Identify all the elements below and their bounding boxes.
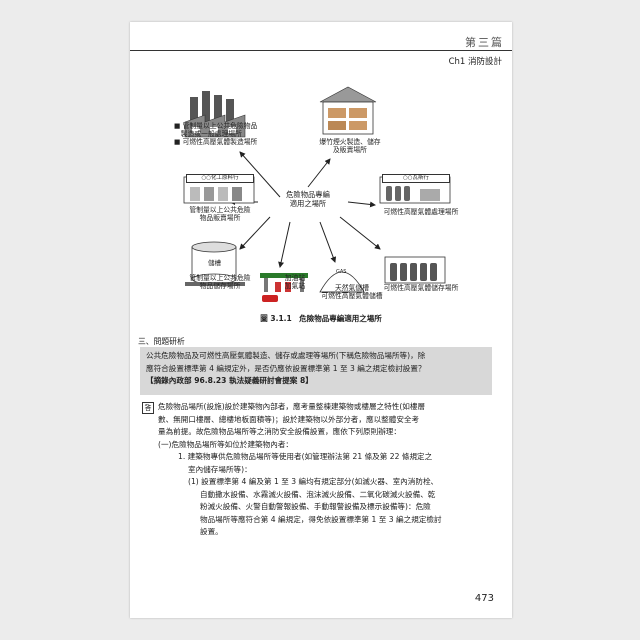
factory-illustration <box>184 91 246 138</box>
answer-line: 數、無開口樓層、總樓地板面積等)；設於建築物以外部分者，應以整體安全考 <box>158 414 420 424</box>
question-box: 公共危險物品及可燃性高壓氣體製造、儲存或處理等場所(下稱危險物品場所等)，除 應… <box>140 347 492 395</box>
gas-station-illustration <box>260 273 308 302</box>
fireworks-shop-illustration <box>319 86 377 135</box>
gas-station-label: 加油站 加氣站 <box>284 274 306 290</box>
answer-line: (1) 設置標準第 4 編及第 1 至 3 編均有規定部分(如滅火器、室內消防栓… <box>188 477 439 486</box>
question-line: 公共危險物品及可燃性高壓氣體製造、儲存或處理等場所(下稱危險物品場所等)，除 <box>146 351 426 360</box>
gas-shop-sign: ○○瓦斯行 <box>382 174 450 183</box>
natural-gas-label: 天然氣儲槽 可燃性高壓氣體儲槽 <box>321 284 383 300</box>
answer-line: 危險物品場所(設施)設於建築物內部者，應考量整棟建築物或樓層之特性(如樓層 <box>158 402 426 411</box>
answer-line: 量為前提。故危險物品場所等之消防安全設備設置，應依下列原則辦理： <box>158 427 401 436</box>
answer-mark: 答 <box>142 402 154 414</box>
gas-storage-illustration <box>384 256 446 284</box>
chapter-title: Ch1 消防設計 <box>448 57 502 67</box>
part-title: 第三篇 <box>465 36 504 49</box>
tank-sign: 儲槽 <box>208 259 221 267</box>
chem-store-label: 管制量以上公共危險 物品販賣場所 <box>189 206 251 222</box>
header-rule <box>130 50 512 51</box>
answer-body: 危險物品場所(設施)設於建築物內部者，應考量整棟建築物或樓層之特性(如樓層 數、… <box>158 401 498 539</box>
answer-line: 室內儲存場所等)： <box>188 464 252 474</box>
question-source: 【摘錄內政部 96.8.23 執法疑義研討會提案 8】 <box>146 376 313 385</box>
answer-line: (一)危險物品場所等如位於建築物內者： <box>158 439 294 449</box>
question-line: 應符合設置標準第 4 編規定外，是否仍應依設置標準第 1 至 3 編之規定檢討設… <box>146 363 426 373</box>
chem-store-sign: ○○化工原料行 <box>186 174 254 183</box>
storage-tank-illustration <box>185 241 245 286</box>
figure-caption: 圖 3.1.1 危險物品專編適用之場所 <box>260 314 382 323</box>
gas-tank-sign: GAS <box>336 269 347 275</box>
center-label: 危險物品專編 適用之場所 <box>286 190 330 208</box>
gas-storage-label: 可燃性高壓氣體儲存場所 <box>383 284 459 292</box>
answer-line: 物品場所等應符合第 4 編規定，得免依設置標準第 1 至 3 編之規定檢討 <box>200 514 442 524</box>
gas-handling-label: 可燃性高壓氣體處理場所 <box>383 208 459 216</box>
factory-label: ■ 管制量以上公共危險物品 製造或一般處理場所 ■ 可燃性高壓氣體製造場所 <box>174 122 258 146</box>
book-page: 第三篇 Ch1 消防設計 <box>130 22 512 618</box>
fireworks-label: 爆竹煙火製造、儲存 及販賣場所 <box>319 138 381 154</box>
page-number: 473 <box>474 593 494 604</box>
tank-label: 管制量以上公共危險 物品儲存場所 <box>189 274 251 290</box>
answer-line: 粉滅火設備、火警自動警報設備、手動報警設備及標示設備等)：危險 <box>200 502 431 511</box>
section-title: 三、問題研析 <box>138 337 185 346</box>
answer-line: 自動撒水設備、水霧滅火設備、泡沫滅火設備、二氧化碳滅火設備、乾 <box>200 489 436 499</box>
natural-gas-tank-illustration <box>319 271 365 293</box>
answer-line: 設置。 <box>200 527 223 536</box>
answer-line: 1. 建築物專供危險物品場所等使用者(如管理辦法第 21 條及第 22 條規定之 <box>178 452 433 461</box>
